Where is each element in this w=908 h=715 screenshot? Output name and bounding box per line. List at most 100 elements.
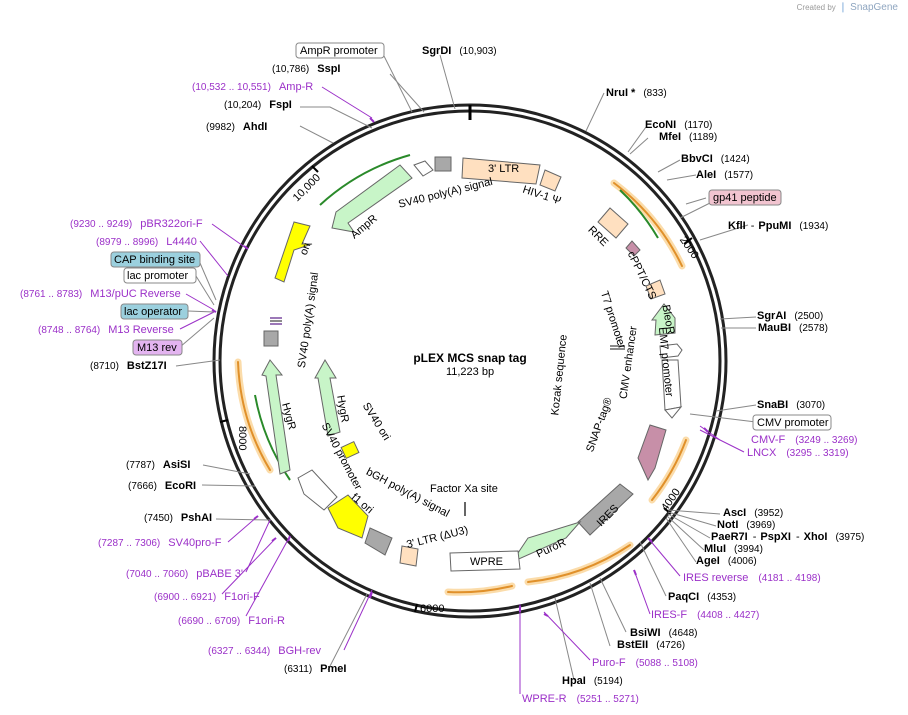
gp41-box — [708, 189, 782, 206]
t7-label: T7 promoter — [598, 290, 628, 351]
cppt-label: cPPT/CTS — [625, 249, 659, 301]
box-leaders — [179, 55, 757, 423]
ltr-du3-box — [399, 545, 419, 567]
bleor-arrow — [651, 303, 676, 336]
site-mfei: MfeI(1189) — [659, 131, 717, 143]
cmv-tip — [664, 406, 683, 419]
hygr-arrow-inner — [314, 359, 341, 437]
gp41-label: gp41 peptide — [713, 192, 777, 204]
site-bstz17i: (8710)BstZ17I — [90, 360, 167, 372]
tick-6000: 6000 — [420, 603, 444, 615]
sv40-pa-top-arrow — [413, 160, 434, 177]
cppt-feature — [625, 240, 641, 257]
site-alei: AleI(1577) — [696, 169, 753, 181]
primer-lncx: LNCX(3295 .. 3319) — [747, 447, 849, 459]
primer-amp-r: (10,532 .. 10,551)Amp-R — [192, 81, 313, 93]
tick-10000: 10,000 — [291, 172, 323, 204]
site-sgrai: SgrAI(2500) — [757, 310, 823, 322]
primer-leaders — [179, 86, 745, 694]
orf-track-hygr-line — [237, 361, 271, 471]
site-ahdi: (9982)AhdI — [206, 121, 267, 133]
lac-promoter-label: lac promoter — [127, 270, 188, 282]
lac-operator-box — [120, 303, 189, 320]
site-nrui: NruI *(833) — [606, 87, 667, 99]
snapgene-logo-icon: ❘ — [838, 2, 848, 13]
sv40-pa-top-label: SV40 poly(A) signal — [397, 176, 494, 211]
ires-feature — [577, 483, 634, 536]
lac-operator-label: lac operator — [124, 306, 182, 318]
primer-sv40pro: (7287 .. 7306)SV40pro-F — [98, 537, 222, 549]
primer-m13rev: (8748 .. 8764)M13 Reverse — [38, 324, 174, 336]
primer-puro-f: Puro-F(5088 .. 5108) — [592, 657, 698, 669]
lac-promoter-box — [123, 267, 197, 284]
f1-arrow — [327, 494, 369, 539]
em7-arrow — [659, 343, 683, 359]
cmv-promoter-box — [752, 414, 832, 431]
primer-m13puc: (8761 .. 8783)M13/pUC Reverse — [20, 288, 181, 300]
orf-track-gp41-line — [613, 182, 683, 267]
ampr-promoter-box — [295, 42, 385, 59]
primer-f1ori-f: (6900 .. 6921)F1ori-F — [154, 591, 260, 603]
sv40-pa-top-box — [434, 156, 452, 172]
site-pmei: (6311)PmeI — [284, 663, 346, 675]
primer-ires-f: IRES-F(4408 .. 4427) — [651, 609, 759, 621]
hiv-feature — [539, 169, 562, 192]
ori-arrow — [274, 221, 313, 283]
sv40-pa-left-box — [263, 330, 279, 347]
site-agei: AgeI(4006) — [696, 555, 757, 567]
site-econi: EcoNI(1170) — [645, 119, 712, 131]
site-snabi: SnaBI(3070) — [757, 399, 825, 411]
site-asisi: (7787)AsiSI — [126, 459, 190, 471]
orf-track-ires-line — [651, 439, 687, 501]
hygr2-label: HygR — [334, 394, 351, 423]
sv40-prom-label: SV40 promoter — [319, 421, 364, 492]
cppt-box — [645, 279, 666, 300]
scale-ticks — [219, 165, 693, 613]
plasmid-name: pLEX MCS snap tag — [413, 351, 526, 365]
site-bsteii: BstEII(4726) — [617, 639, 685, 651]
ltr-du3-label: 3' LTR (ΔU3) — [405, 524, 469, 551]
site-noti: NotI(3969) — [717, 519, 775, 531]
snapgene-name: SnapGene — [850, 2, 898, 13]
primer-l4440: (8979 .. 8996)L4440 — [96, 236, 197, 248]
tick-8000: 8000 — [236, 426, 248, 450]
cmv-promoter-label: CMV promoter — [757, 417, 829, 429]
wpre-box — [449, 550, 521, 572]
cap-box — [110, 251, 201, 268]
site-pshai: (7450)PshAI — [144, 512, 212, 524]
primer-marks — [211, 117, 709, 617]
site-paqci: PaqCI(4353) — [668, 591, 736, 603]
primer-cmv-f: CMV-F(3249 .. 3269) — [751, 434, 858, 446]
feature-shapes — [261, 156, 683, 572]
sv40-pa-left-label: SV40 poly(A) signal — [296, 272, 321, 369]
em7-label: EM7 promoter — [656, 327, 675, 398]
primer-f1ori-r: (6690 .. 6709)F1ori-R — [178, 615, 285, 627]
site-hpai: HpaI(5194) — [562, 675, 623, 687]
site-kfli: KflI-PpuMI(1934) — [728, 220, 828, 232]
bleor-label: BleoR — [659, 304, 676, 336]
sv40-ori-label: SV40 ori — [360, 401, 393, 443]
bgh-box — [364, 527, 393, 556]
factor-xa-label: Factor Xa site — [430, 483, 498, 495]
orf-track-hygr — [234, 358, 274, 474]
orf-track-puro-line — [527, 544, 631, 583]
sv40-promoter-arrow — [297, 469, 338, 511]
site-sspi: (10,786)SspI — [272, 63, 340, 75]
ori-label: ori — [298, 241, 313, 257]
site-sgrdi: SgrDI(10,903) — [422, 45, 497, 57]
snap-arrow — [637, 424, 667, 482]
green-tracks — [254, 154, 659, 481]
primer-pbabe: (7040 .. 7060)pBABE 3' — [126, 568, 243, 580]
m13rev-box — [132, 339, 183, 356]
ltr3-label: 3' LTR — [488, 163, 519, 175]
sv40-ori-box — [340, 440, 360, 460]
primer-bgh-rev: (6327 .. 6344)BGH-rev — [208, 645, 322, 657]
primer-pbr322: (9230 .. 9249)pBR322ori-F — [70, 218, 203, 230]
rre-feature — [597, 207, 629, 239]
orf-tracks — [234, 179, 690, 596]
site-bbvci: BbvCI(1424) — [681, 153, 750, 165]
wpre-label: WPRE — [470, 556, 503, 568]
ampr-promoter-label: AmpR promoter — [300, 45, 378, 57]
ampr-arrow — [331, 164, 413, 233]
site-fspi: (10,204)FspI — [224, 99, 292, 111]
